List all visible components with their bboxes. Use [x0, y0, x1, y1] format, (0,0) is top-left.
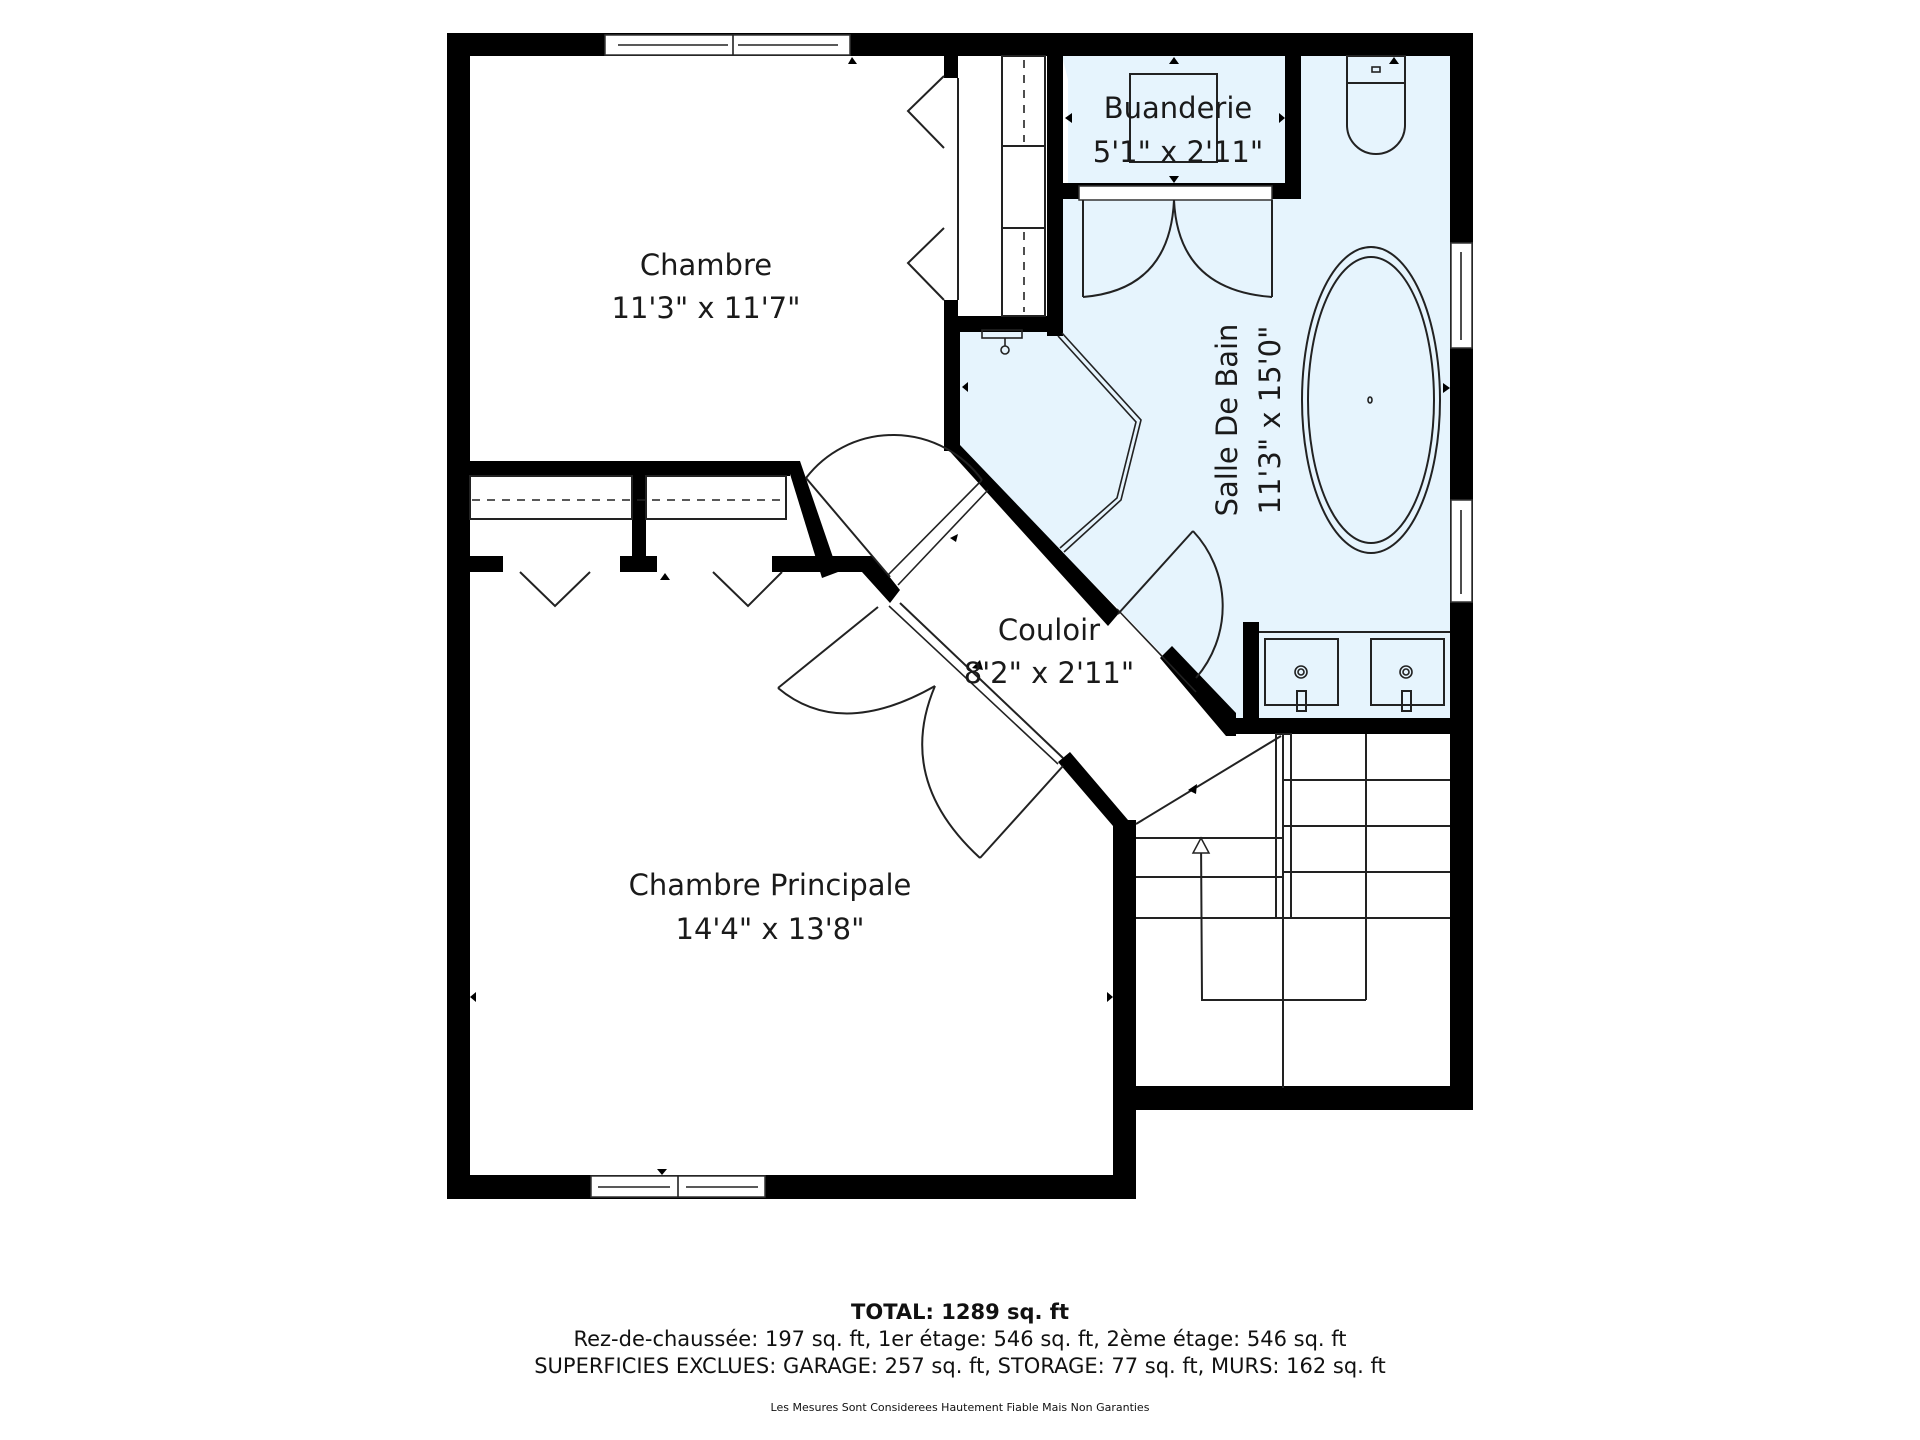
- window-bathroom-right-2: [1450, 499, 1473, 603]
- lower-closets: [469, 475, 787, 608]
- walls: [447, 33, 1473, 1199]
- room-dims-couloir: 8'2" x 2'11": [964, 656, 1134, 690]
- toilet: [1346, 55, 1406, 155]
- room-label-buanderie: Buanderie: [1104, 91, 1253, 125]
- window-bathroom-right-1: [1450, 242, 1473, 349]
- room-label-chambre: Chambre: [640, 248, 772, 282]
- bathroom-floor: [958, 56, 1452, 728]
- total-area: TOTAL: 1289 sq. ft: [851, 1300, 1069, 1324]
- bathroom-door: [1116, 530, 1224, 693]
- bifold-door-chambre-2: [906, 227, 945, 301]
- staircase: [1135, 733, 1450, 1088]
- room-dims-chambre-principale: 14'4" x 13'8": [676, 912, 865, 946]
- chambre-door: [805, 433, 989, 586]
- room-label-chambre-principale: Chambre Principale: [629, 868, 912, 902]
- room-dims-salle-de-bain: 11'3" x 15'0": [1253, 326, 1287, 515]
- window-chambre-top: [604, 34, 851, 56]
- excluded-areas: SUPERFICIES EXCLUES: GARAGE: 257 sq. ft,…: [534, 1354, 1386, 1378]
- disclaimer: Les Mesures Sont Considerees Hautement F…: [770, 1401, 1150, 1414]
- shower: [981, 329, 1142, 553]
- dimension-markers: [470, 57, 1450, 1175]
- bathtub: [1301, 246, 1441, 554]
- bifold-door-chambre: [906, 75, 945, 149]
- room-label-couloir: Couloir: [998, 613, 1100, 647]
- window-chambre-principale-bottom: [590, 1175, 766, 1198]
- floor-areas: Rez-de-chaussée: 197 sq. ft, 1er étage: …: [573, 1327, 1347, 1351]
- room-dims-chambre: 11'3" x 11'7": [612, 291, 801, 325]
- closet-shelves: [1001, 55, 1046, 317]
- room-label-salle-de-bain: Salle De Bain: [1210, 324, 1244, 517]
- room-dims-buanderie: 5'1" x 2'11": [1093, 135, 1263, 169]
- laundry-double-door: [1078, 185, 1273, 298]
- chambre-principale-doors: [777, 602, 1064, 859]
- double-vanity: [1259, 631, 1450, 712]
